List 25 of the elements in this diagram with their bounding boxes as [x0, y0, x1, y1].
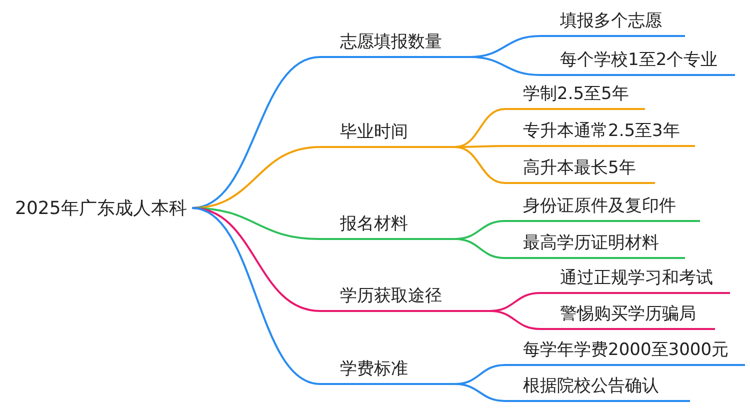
connector-line [454, 238, 506, 259]
leaf-topic: 每个学校1至2个专业 [540, 44, 735, 76]
leaf-topic: 最高学历证明材料 [505, 227, 685, 259]
connector-line [454, 383, 506, 402]
branch-topic: 学费标准 [320, 353, 455, 385]
connector-line [454, 108, 506, 148]
leaf-topic: 高升本最长5年 [505, 152, 655, 184]
leaf-topic: 每学年学费2000至3000元 [505, 334, 745, 366]
branch-topic: 毕业时间 [320, 116, 455, 148]
leaf-topic: 学制2.5至5年 [505, 78, 645, 110]
connector-line [455, 145, 505, 148]
root-topic: 2025年广东成人本科 [15, 193, 190, 223]
leaf-topic: 根据院校公告确认 [505, 370, 690, 402]
leaf-topic: 专升本通常2.5至3年 [505, 115, 695, 147]
branch-topic: 报名材料 [320, 208, 455, 240]
branch-topic: 学历获取途径 [320, 280, 490, 312]
leaf-topic: 通过正规学习和考试 [540, 262, 730, 294]
branch-topic: 志愿填报数量 [320, 26, 470, 58]
connector-line [490, 310, 540, 330]
connector-line [470, 56, 540, 76]
connector-line [454, 146, 506, 184]
leaf-topic: 填报多个志愿 [540, 5, 685, 37]
connector-line [192, 207, 320, 385]
leaf-topic: 警惕购买学历骗局 [540, 298, 715, 330]
leaf-topic: 身份证原件及复印件 [505, 190, 700, 222]
